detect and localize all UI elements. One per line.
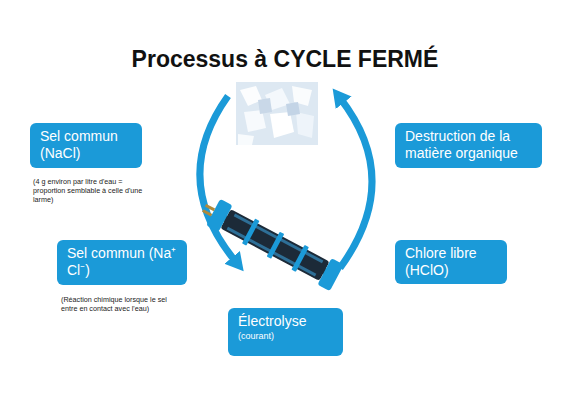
- salt-image: [236, 82, 318, 145]
- cycle-arrow: [200, 96, 236, 262]
- note-text: (Réaction chimique lorsque le sel entre …: [61, 295, 181, 313]
- box-heading: Destruction de la matière organique: [405, 128, 532, 162]
- diagram-title: Processus à CYCLE FERMÉ: [0, 46, 570, 73]
- box-heading: Sel commun (Na⁺ Cl⁻): [67, 245, 177, 279]
- process-box: Sel commun (Na⁺ Cl⁻): [57, 240, 187, 285]
- box-heading: Sel commun (NaCl): [40, 128, 132, 162]
- cycle-arrow: [340, 98, 372, 268]
- process-box: Électrolyse(courant): [228, 308, 343, 356]
- box-heading: Électrolyse: [238, 313, 333, 330]
- process-box: Destruction de la matière organique: [395, 123, 542, 168]
- box-heading: Chlore libre (HClO): [405, 245, 497, 279]
- box-subtext: (courant): [238, 330, 333, 342]
- electrolysis-cell: [197, 194, 344, 291]
- process-box: Chlore libre (HClO): [395, 240, 507, 284]
- note-text: (4 g environ par litre d'eau = proportio…: [33, 177, 151, 204]
- process-box: Sel commun (NaCl): [30, 123, 142, 168]
